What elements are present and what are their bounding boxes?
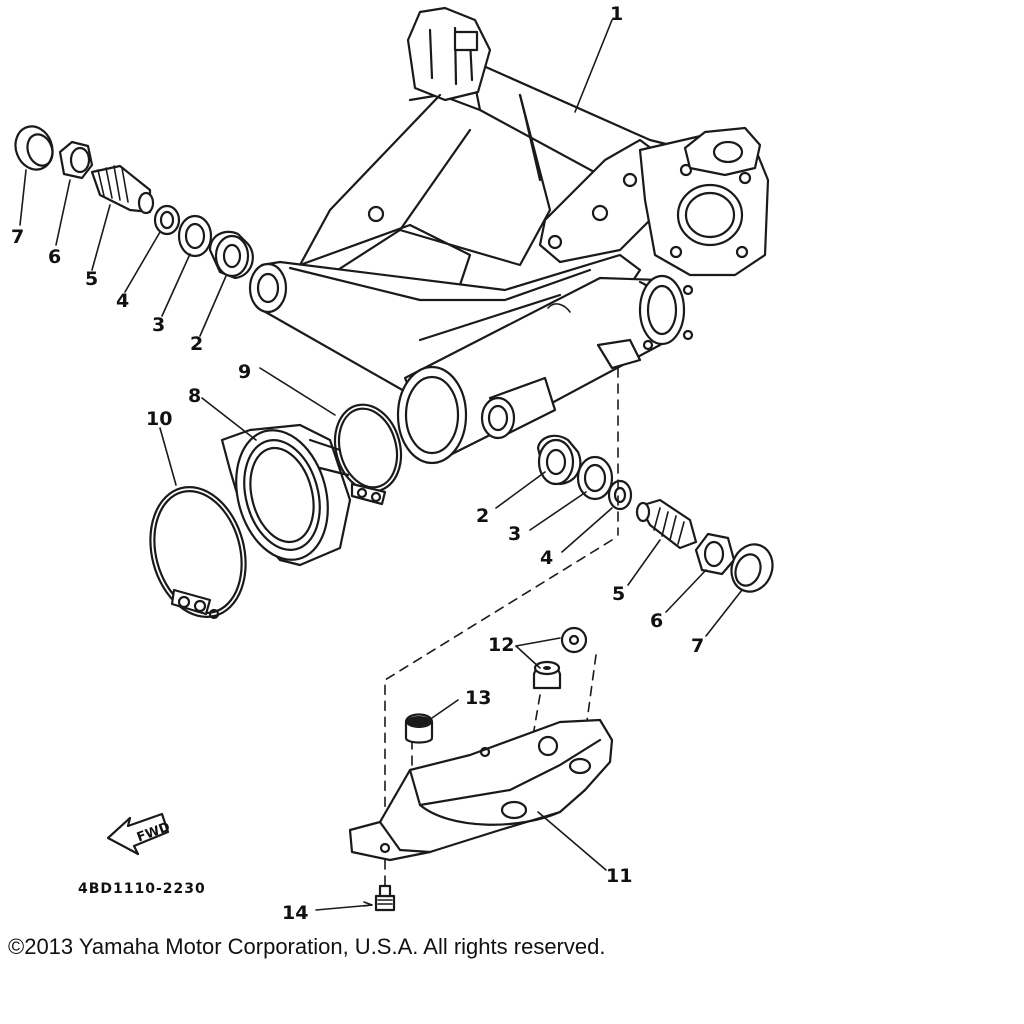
callout-10: 10 <box>146 408 172 430</box>
callout-5-left: 5 <box>85 268 98 290</box>
callout-4-left: 4 <box>116 290 129 312</box>
skid-plate <box>348 718 614 862</box>
boot-and-clamps <box>149 403 403 620</box>
copyright-notice: ©2013 Yamaha Motor Corporation, U.S.A. A… <box>8 934 606 959</box>
callout-4-right: 4 <box>540 547 553 569</box>
callout-2-left: 2 <box>190 333 203 355</box>
callout-14: 14 <box>282 902 308 924</box>
callout-6-left: 6 <box>48 246 61 268</box>
callout-12: 12 <box>488 634 514 656</box>
grommets-and-bolt <box>374 626 588 912</box>
callout-8: 8 <box>188 385 201 407</box>
callout-3-left: 3 <box>152 314 165 336</box>
callout-7-right: 7 <box>691 635 704 657</box>
callout-3-right: 3 <box>508 523 521 545</box>
callout-5-right: 5 <box>612 583 625 605</box>
left-pivot-hardware <box>14 125 254 280</box>
swingarm <box>248 6 770 465</box>
callout-13: 13 <box>465 687 491 709</box>
callout-2-right: 2 <box>476 505 489 527</box>
part-code: 4BD1110-2230 <box>78 881 206 897</box>
callout-7-left: 7 <box>11 226 24 248</box>
callout-9: 9 <box>238 361 251 383</box>
callout-labels: 1 7 6 5 4 3 2 9 8 10 2 3 4 5 6 7 12 13 1… <box>11 3 704 924</box>
fwd-direction-arrow: FWD <box>106 812 172 856</box>
callout-1: 1 <box>610 3 623 25</box>
callout-6-right: 6 <box>650 610 663 632</box>
right-pivot-hardware <box>536 434 774 593</box>
callout-11: 11 <box>606 865 632 887</box>
